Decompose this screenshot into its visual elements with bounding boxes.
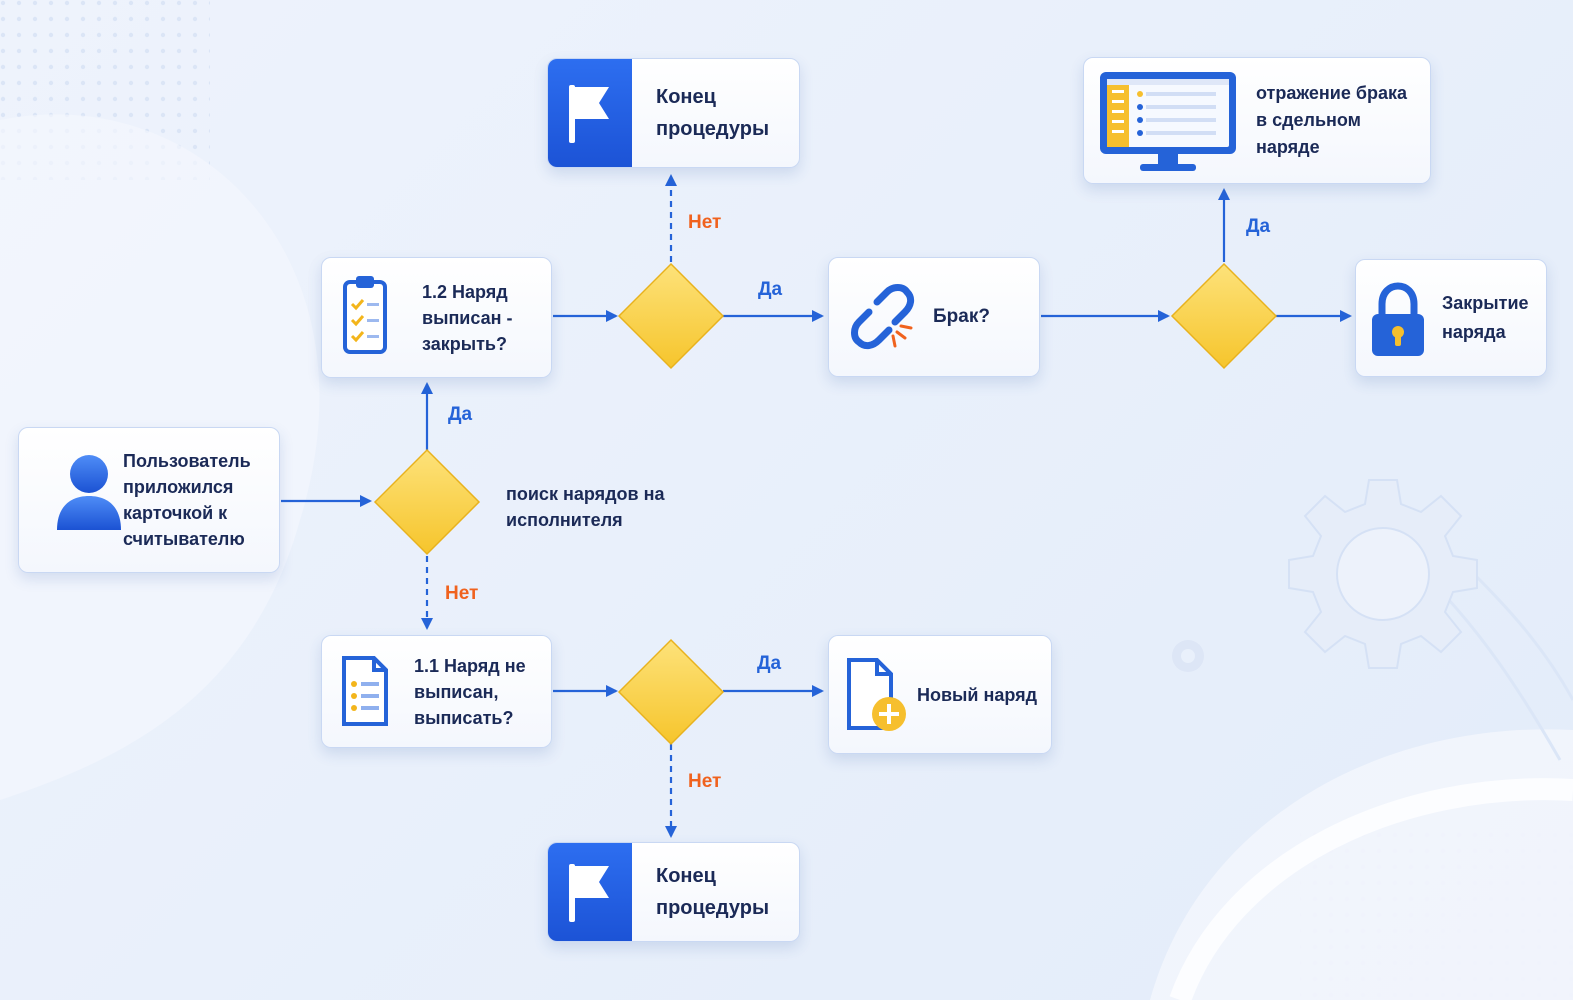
decision-search: [373, 448, 481, 556]
node-issued-close: 1.2 Наряд выписан - закрыть?: [321, 257, 552, 378]
node-end-top: Конец процедуры: [547, 58, 800, 168]
end-top-flag-panel: [548, 59, 632, 167]
node-new-order-text: Новый наряд: [917, 684, 1038, 705]
lock-icon: [1372, 282, 1424, 356]
label-yes-new: Да: [757, 653, 782, 674]
node-close-order: Закрытие наряда: [1355, 259, 1547, 377]
node-reflect-defect-text: отражение брака в сдельном наряде: [1256, 83, 1407, 157]
label-no-top: Нет: [688, 212, 722, 233]
node-defect: Брак?: [828, 257, 1040, 377]
node-user: Пользователь приложился карточкой к счит…: [18, 427, 280, 573]
node-end-bottom: Конец процедуры: [547, 842, 800, 942]
node-defect-text: Брак?: [933, 306, 990, 327]
flag-icon: [569, 864, 609, 922]
monitor-icon: [1100, 72, 1236, 171]
label-yes-defect: Да: [758, 279, 783, 300]
label-yes-reflect: Да: [1246, 216, 1271, 237]
flag-icon: [569, 85, 609, 143]
broken-link-icon: [851, 284, 915, 350]
node-issued-close-text: 1.2 Наряд выписан - закрыть?: [422, 281, 513, 354]
user-icon: [57, 455, 121, 530]
node-reflect-defect: отражение брака в сдельном наряде: [1083, 57, 1431, 184]
node-end-top-text: Конец процедуры: [656, 86, 770, 140]
label-no-search: Нет: [445, 583, 479, 604]
node-new-order: Новый наряд: [828, 635, 1052, 754]
clipboard-icon: [343, 276, 387, 354]
node-not-issued: 1.1 Наряд не выписан, выписать?: [321, 635, 552, 748]
node-user-text: Пользователь приложился карточкой к счит…: [123, 451, 251, 549]
search-label: поиск нарядов на исполнителя: [506, 484, 665, 530]
decision-new-order: [617, 638, 725, 746]
new-document-icon: [847, 658, 906, 731]
decision-close-order: [617, 262, 725, 370]
label-no-bottom: Нет: [688, 771, 722, 792]
document-icon: [342, 656, 388, 726]
node-end-bottom-text: Конец процедуры: [656, 865, 770, 919]
label-yes-search: Да: [448, 404, 473, 425]
node-not-issued-text: 1.1 Наряд не выписан, выписать?: [414, 655, 526, 728]
decision-defect: [1170, 262, 1278, 370]
end-bottom-flag-panel: [548, 843, 632, 941]
node-close-order-text: Закрытие наряда: [1442, 293, 1529, 342]
